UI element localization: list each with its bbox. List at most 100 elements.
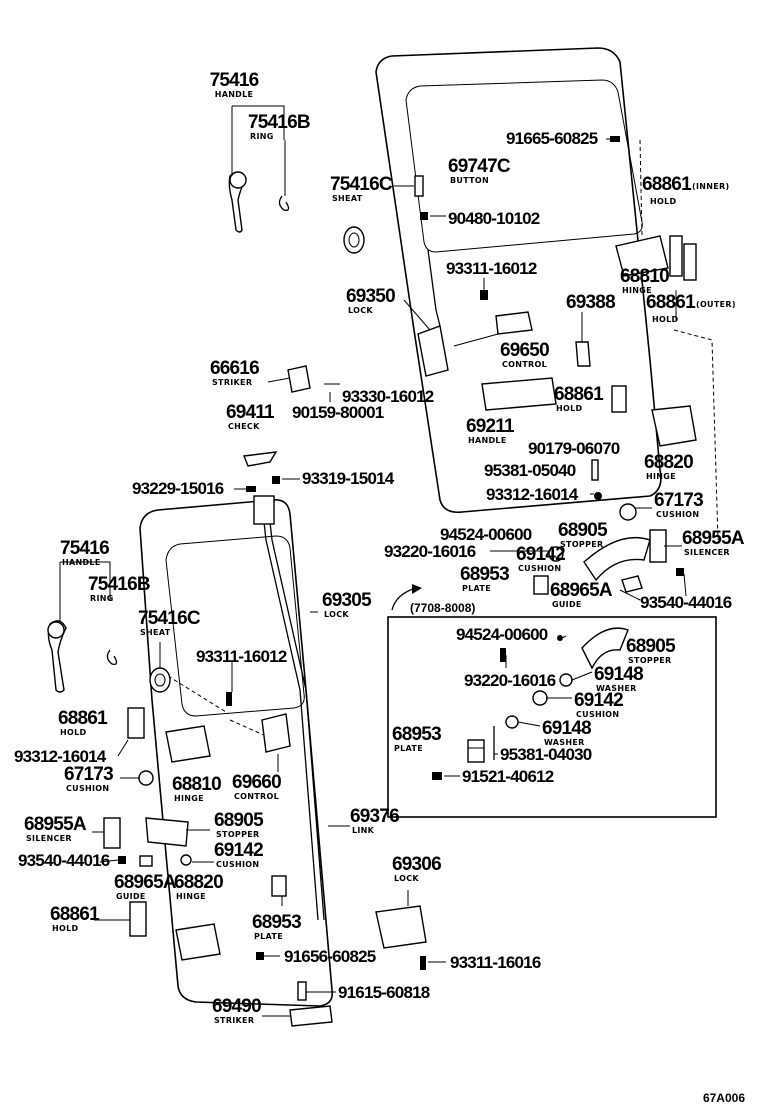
label-box-pin-95381-04030: 95381-04030 (500, 745, 593, 764)
label-screw-91656: 91656-60825 (284, 947, 377, 966)
part-number: 69306 (392, 854, 441, 875)
part-number: 93312-16014 (486, 485, 579, 504)
part-number: 93330-16012 (342, 387, 434, 406)
part-number: 93319-15014 (302, 469, 395, 488)
part-number: 68965A (114, 872, 177, 893)
part-number: 75416B (88, 574, 150, 595)
part-number: 95381-05040 (484, 461, 576, 480)
part-number: 68905 (626, 636, 676, 657)
part-name: HOLD (52, 924, 78, 933)
part-name: CUSHION (656, 510, 699, 519)
part-name: GUIDE (116, 892, 146, 901)
label-part-94524-top: 94524-00600 (440, 525, 533, 544)
label-bolt-93540-low: 93540-44016 (18, 851, 111, 870)
part-name: HINGE (176, 892, 206, 901)
label-bolt-93311-mid: 93311-16012 (196, 647, 288, 666)
part-number: 93220-16016 (464, 671, 556, 690)
part-name: PLATE (254, 932, 283, 941)
part-name: STOPPER (560, 540, 603, 549)
part-number: 69142 (574, 690, 623, 711)
part-number: 93229-15016 (132, 479, 224, 498)
part-number: 68861 (642, 174, 692, 195)
part-name: SHEAT (140, 628, 171, 637)
part-name: WASHER (596, 684, 637, 693)
part-number: 93311-16012 (196, 647, 287, 666)
part-name: CUSHION (576, 710, 619, 719)
part-number: 68953 (392, 724, 441, 745)
part-name: HANDLE (215, 90, 254, 99)
part-number: 93540-44016 (640, 593, 732, 612)
drawing-code: 67A006 (703, 1091, 745, 1105)
part-number: 90179-06070 (528, 439, 620, 458)
part-number: 93311-16012 (446, 259, 537, 278)
part-number: 68820 (644, 452, 693, 473)
part-number: 91521-40612 (462, 767, 554, 786)
part-number: 75416B (248, 112, 310, 133)
part-name: CUSHION (216, 860, 259, 869)
part-name: CHECK (228, 422, 260, 431)
label-part-90179: 90179-06070 (528, 439, 621, 458)
part-name: SHEAT (332, 194, 363, 203)
part-number: 69490 (212, 996, 261, 1017)
label-bolt-93311-low: 93311-16016 (450, 953, 542, 972)
part-number: 75416C (138, 608, 201, 629)
part-name: HANDLE (62, 558, 101, 567)
label-screw-93319: 93319-15014 (302, 469, 396, 488)
part-number: 68955A (24, 814, 87, 835)
part-number: 66616 (210, 358, 259, 379)
part-name: LOCK (348, 306, 373, 315)
part-number: 68905 (558, 520, 608, 541)
part-number: 69376 (350, 806, 399, 827)
part-name: HANDLE (468, 436, 507, 445)
part-number: 67173 (654, 490, 703, 511)
label-box-94524: 94524-00600 (456, 625, 549, 644)
label-bolt-93311-top: 93311-16012 (446, 259, 538, 278)
part-name: (OUTER) (696, 300, 736, 309)
part-number: 93220-16016 (384, 542, 476, 561)
part-number: 69747C (448, 156, 511, 177)
part-number: 90480-10102 (448, 209, 540, 228)
part-number: 75416C (330, 174, 393, 195)
part-number: 69388 (566, 292, 615, 313)
part-number: 68810 (172, 774, 221, 795)
part-number: 68965A (550, 580, 613, 601)
part-number: 69650 (500, 340, 549, 361)
part-number: 69660 (232, 772, 281, 793)
part-number: 93540-44016 (18, 851, 110, 870)
part-name: CUSHION (518, 564, 561, 573)
part-name: STRIKER (214, 1016, 254, 1025)
part-number: 69148 (594, 664, 643, 685)
part-name: CONTROL (502, 360, 547, 369)
label-bolt-93312-low: 93312-16014 (14, 747, 108, 766)
part-number: 69350 (346, 286, 395, 307)
label-bolt-93220-top: 93220-16016 (384, 542, 477, 561)
part-name: STOPPER (628, 656, 671, 665)
part-name: HINGE (622, 286, 652, 295)
label-bolt-90159: 90159-80001 (292, 403, 385, 422)
label-hold-inner-sub: HOLD (650, 197, 676, 206)
kit-note: (7708-8008) (410, 601, 475, 615)
part-number: 93311-16016 (450, 953, 541, 972)
part-name: (INNER) (692, 182, 729, 191)
part-name: HINGE (646, 472, 676, 481)
part-name: LOCK (394, 874, 419, 883)
part-number: 68861 (554, 384, 604, 405)
part-number: 91615-60818 (338, 983, 430, 1002)
